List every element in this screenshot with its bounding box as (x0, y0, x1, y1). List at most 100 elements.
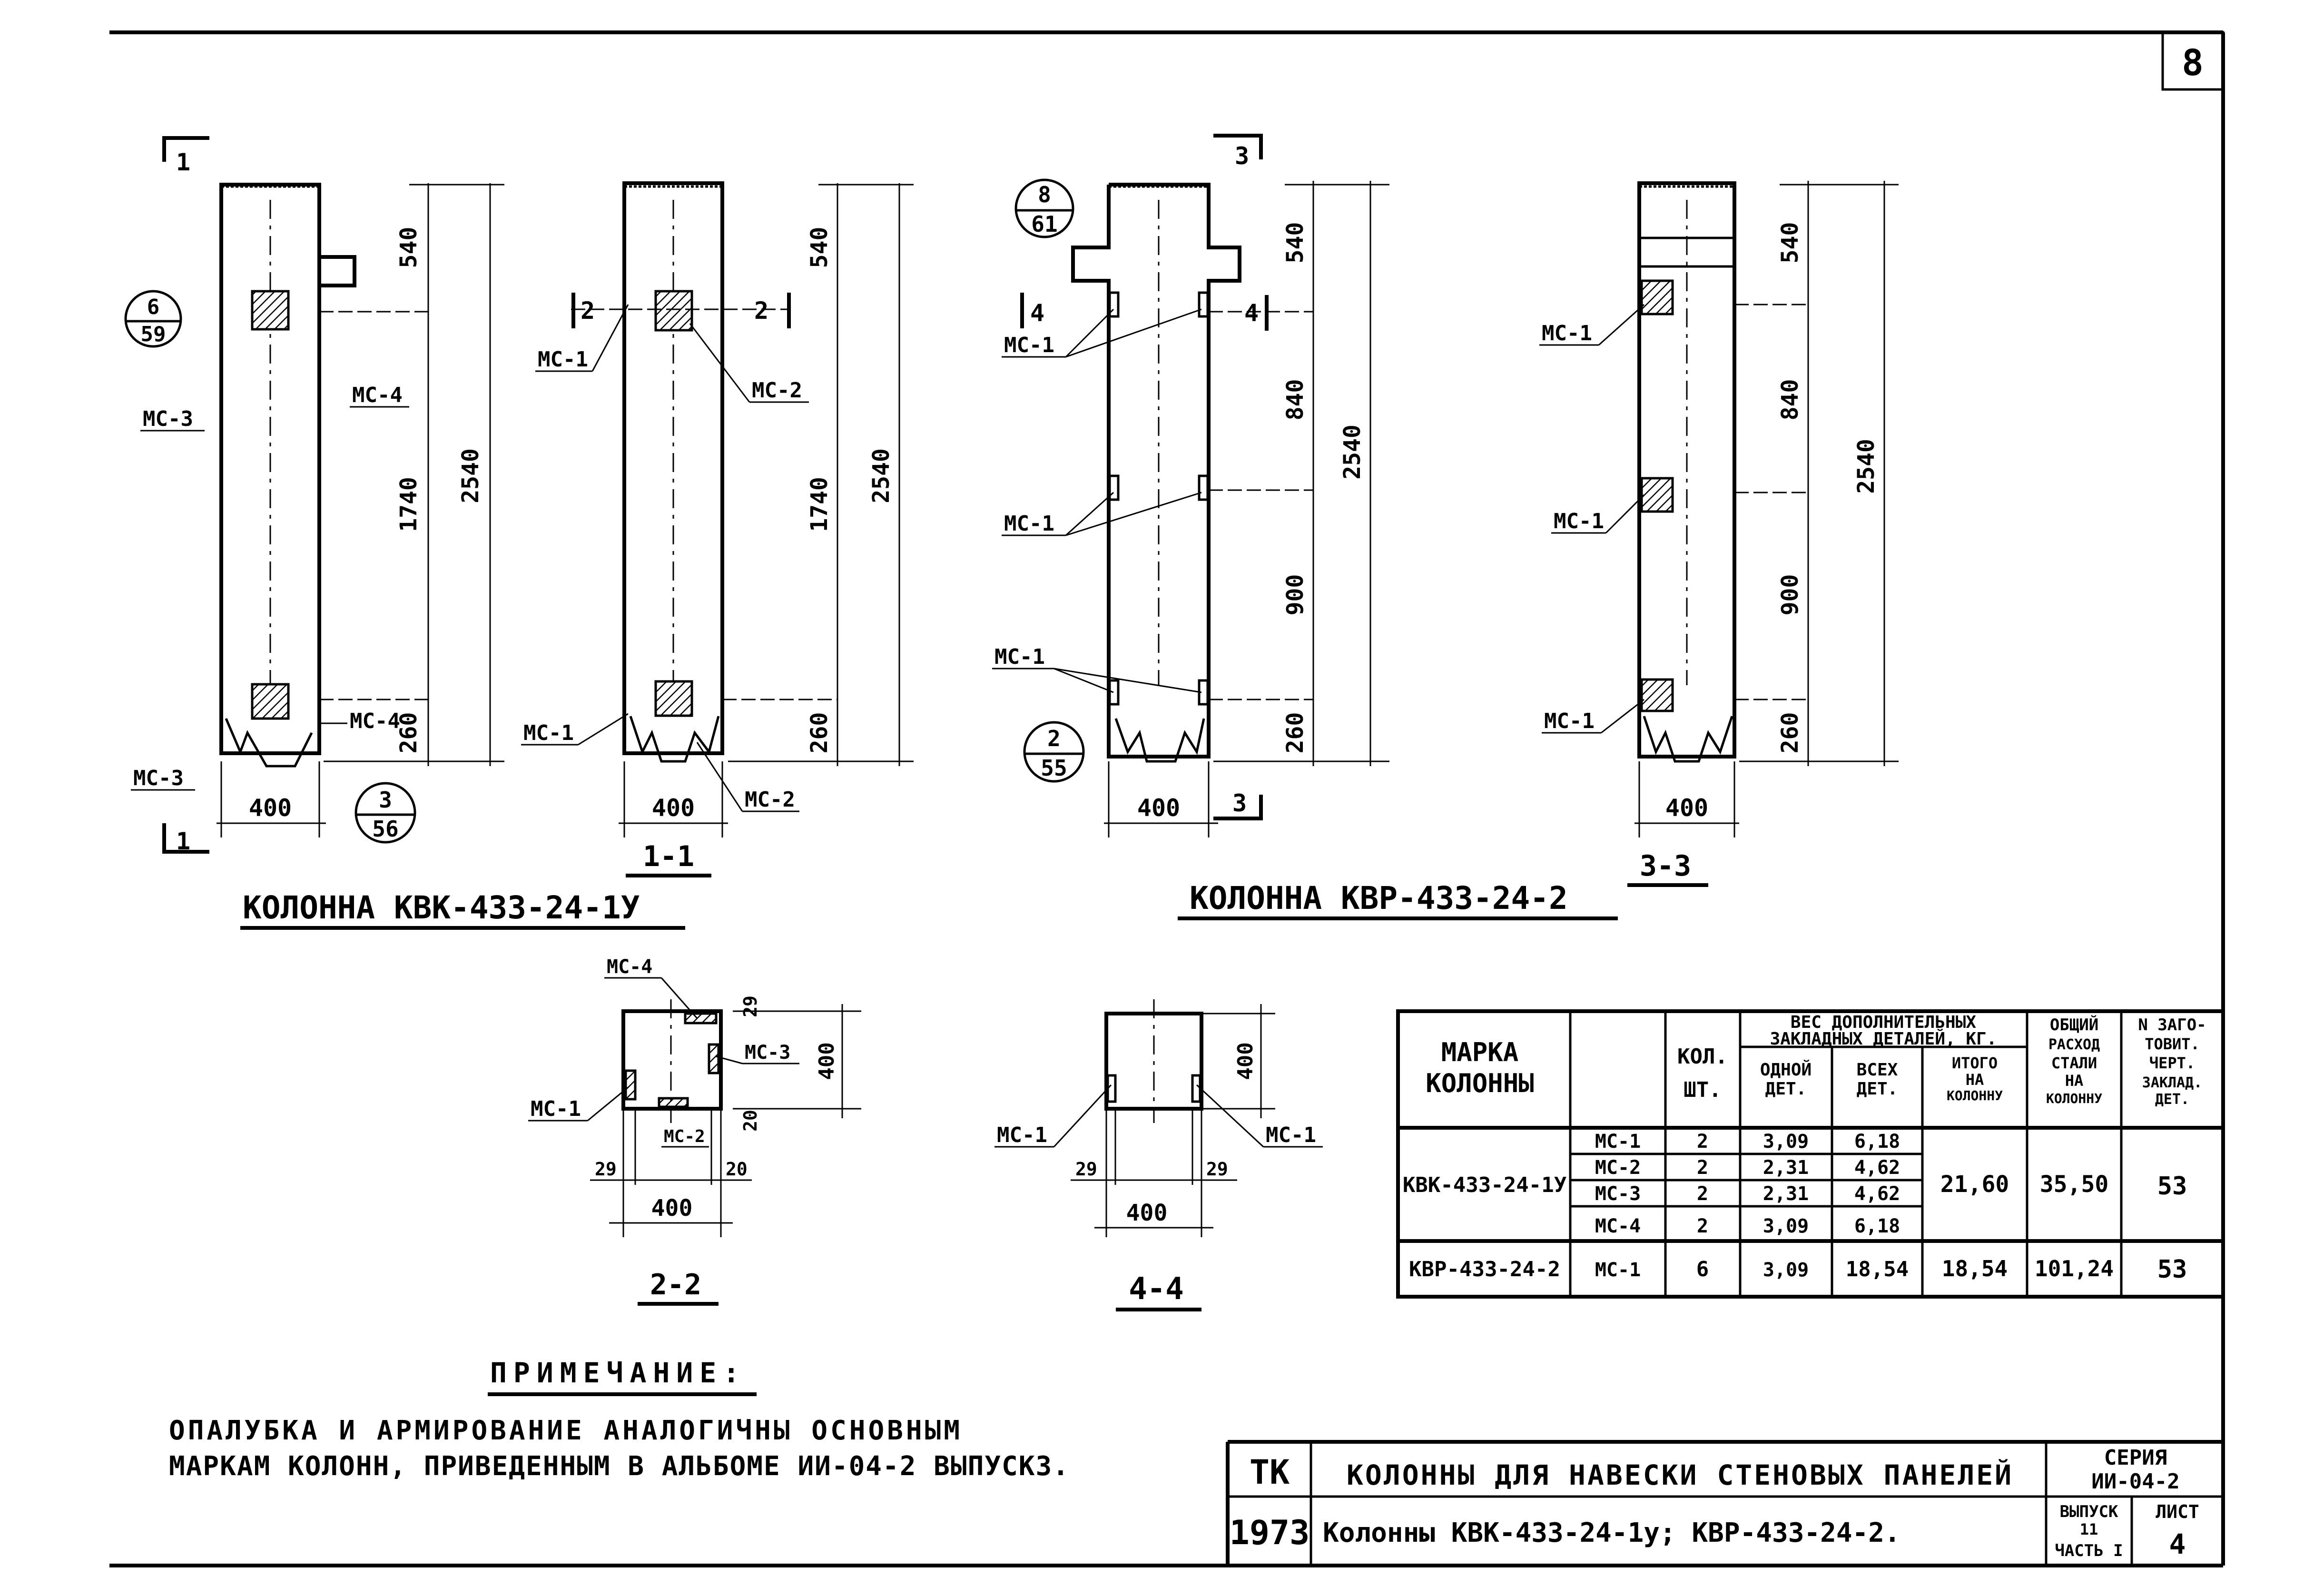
callout-den: 61 (1031, 211, 1057, 237)
cell-total: 21,60 (1940, 1171, 2009, 1198)
hdr-drawing: N ЗАГО- (2138, 1015, 2206, 1034)
hdr-one: ДЕТ. (1765, 1079, 1807, 1099)
cell-all: 18,54 (1846, 1257, 1909, 1281)
callout-num: 8 (1038, 182, 1051, 207)
column-body (1637, 181, 1736, 759)
dim-20: 20 (740, 1110, 761, 1132)
view-title-4-4: 4-4 (1129, 1271, 1184, 1307)
label-ms1: МС-1 (531, 1097, 581, 1121)
hdr-drawing: ТОВИТ. (2145, 1035, 2200, 1053)
cell-drawing: 53 (2157, 1172, 2187, 1201)
embedded-plate (1640, 678, 1674, 712)
stamp-org: ТК (1250, 1453, 1290, 1492)
cell-part: МС-4 (1595, 1215, 1641, 1237)
cell-one: 3,09 (1763, 1131, 1809, 1153)
cell-mark: КВР-433-24-2 (1409, 1257, 1560, 1281)
dim-260: 260 (806, 712, 833, 754)
column-body (1071, 183, 1241, 759)
stamp-title-2: Колонны КВК-433-24-1у; КВР-433-24-2. (1323, 1517, 1900, 1548)
dim-540: 540 (1282, 222, 1309, 264)
dim-540: 540 (806, 227, 833, 268)
label-ms1: МС-1 (1266, 1123, 1316, 1147)
dim-400: 400 (1665, 794, 1708, 822)
section-mark: 1 (176, 148, 190, 176)
cell-steel: 101,24 (2035, 1256, 2114, 1281)
callout-num: 6 (147, 295, 160, 319)
label-ms1: МС-1 (523, 721, 574, 745)
hdr-mark: МАРКА (1441, 1037, 1519, 1067)
callout-num: 3 (379, 787, 392, 813)
section-mark: 1 (176, 828, 190, 855)
stamp-issue-value: 11 (2080, 1520, 2098, 1538)
label-ms4: МС-4 (350, 709, 400, 733)
stamp-year: 1973 (1230, 1513, 1310, 1552)
cell-steel: 35,50 (2040, 1171, 2109, 1198)
embedded-plate (251, 290, 290, 331)
dim-2540: 2540 (868, 448, 895, 503)
view-column-kvr-front: 540 840 900 260 2540 400 3 3 4 4 8 61 2 … (992, 134, 1389, 837)
column-body (219, 183, 321, 755)
hdr-steel: КОЛОННУ (2046, 1091, 2102, 1106)
view-section-3-3: 540 840 900 260 2540 400 МС-1 МС-1 МС-1 … (1539, 181, 1899, 887)
hdr-weight: ВЕС ДОПОЛНИТЕЛЬНЫХ (1791, 1013, 1976, 1032)
hdr-steel: НА (2065, 1072, 2084, 1090)
column-2-title: КОЛОННА КВР-433-24-2 (1190, 880, 1568, 916)
hdr-qty: ШТ. (1684, 1078, 1721, 1102)
callout-num: 2 (1047, 726, 1061, 751)
cell-one: 2,31 (1763, 1157, 1809, 1179)
view-section-2-2: 400 29 20 29 20 400 МС-4 МС-3 МС-1 МС-2 … (528, 956, 861, 1306)
section-mark: 2 (581, 297, 595, 325)
label-ms3: МС-3 (745, 1042, 790, 1064)
note-heading: ПРИМЕЧАНИЕ: (490, 1357, 746, 1389)
stamp-part-label: ЧАСТЬ I (2055, 1541, 2123, 1560)
section-mark: 2 (754, 297, 768, 325)
dim-400: 400 (1137, 794, 1180, 822)
label-ms2: МС-2 (745, 788, 795, 812)
cell-part: МС-2 (1595, 1157, 1641, 1179)
cell-qty: 2 (1697, 1183, 1708, 1205)
section-mark: 4 (1244, 299, 1259, 327)
dim-29: 29 (740, 995, 761, 1017)
hdr-total: НА (1966, 1071, 1984, 1089)
cell-qty: 6 (1696, 1257, 1709, 1281)
dim-840: 840 (1282, 379, 1309, 421)
label-ms1: МС-1 (538, 347, 588, 372)
note-block: ПРИМЕЧАНИЕ: ОПАЛУБКА И АРМИРОВАНИЕ АНАЛО… (169, 1357, 1069, 1482)
view-title-2-2: 2-2 (650, 1268, 701, 1301)
view-column-kvk-front: 540 1740 2540 260 400 1 1 6 59 3 56 МС-3… (124, 136, 504, 855)
hdr-total: КОЛОННУ (1947, 1088, 2003, 1103)
dim-900: 900 (1282, 574, 1309, 616)
stamp-title-1: КОЛОННЫ ДЛЯ НАВЕСКИ СТЕНОВЫХ ПАНЕЛЕЙ (1347, 1458, 2013, 1491)
cell-qty: 2 (1697, 1131, 1708, 1153)
dim-260: 260 (395, 712, 422, 754)
section-mark: 3 (1232, 789, 1247, 817)
column-1-title: КОЛОННА КВК-433-24-1У (243, 889, 640, 926)
dim-400: 400 (652, 794, 695, 822)
embedded-plate (1640, 477, 1674, 513)
cell-drawing: 53 (2157, 1255, 2187, 1284)
view-title-1-1: 1-1 (643, 840, 694, 873)
label-ms1: МС-1 (1004, 333, 1054, 357)
dim-2540: 2540 (1853, 439, 1880, 494)
dim-400: 400 (249, 794, 292, 822)
hdr-weight: ЗАКЛАДНЫХ ДЕТАЛЕЙ, КГ. (1770, 1029, 1997, 1049)
embedded-plate (1640, 279, 1674, 315)
cell-part: МС-3 (1595, 1183, 1641, 1205)
view-section-4-4: 400 29 29 400 МС-1 МС-1 4-4 (994, 999, 1323, 1311)
label-ms2: МС-2 (752, 378, 802, 403)
note-line-1: ОПАЛУБКА И АРМИРОВАНИЕ АНАЛОГИЧНЫ ОСНОВН… (169, 1415, 963, 1446)
hdr-total: ИТОГО (1952, 1054, 1998, 1072)
dim-1740: 1740 (806, 477, 833, 532)
section-mark: 3 (1235, 142, 1249, 170)
hdr-steel: ОБЩИЙ (2050, 1015, 2098, 1034)
cell-all: 4,62 (1854, 1157, 1900, 1179)
dim-29: 29 (595, 1159, 617, 1180)
embedded-plate (251, 683, 290, 720)
cell-qty: 2 (1697, 1157, 1708, 1179)
hdr-one: ОДНОЙ (1760, 1060, 1812, 1080)
page-number: 8 (2182, 41, 2204, 84)
section-mark: 4 (1030, 299, 1044, 327)
hdr-all: ВСЕХ (1857, 1060, 1898, 1080)
cell-one: 2,31 (1763, 1183, 1809, 1205)
